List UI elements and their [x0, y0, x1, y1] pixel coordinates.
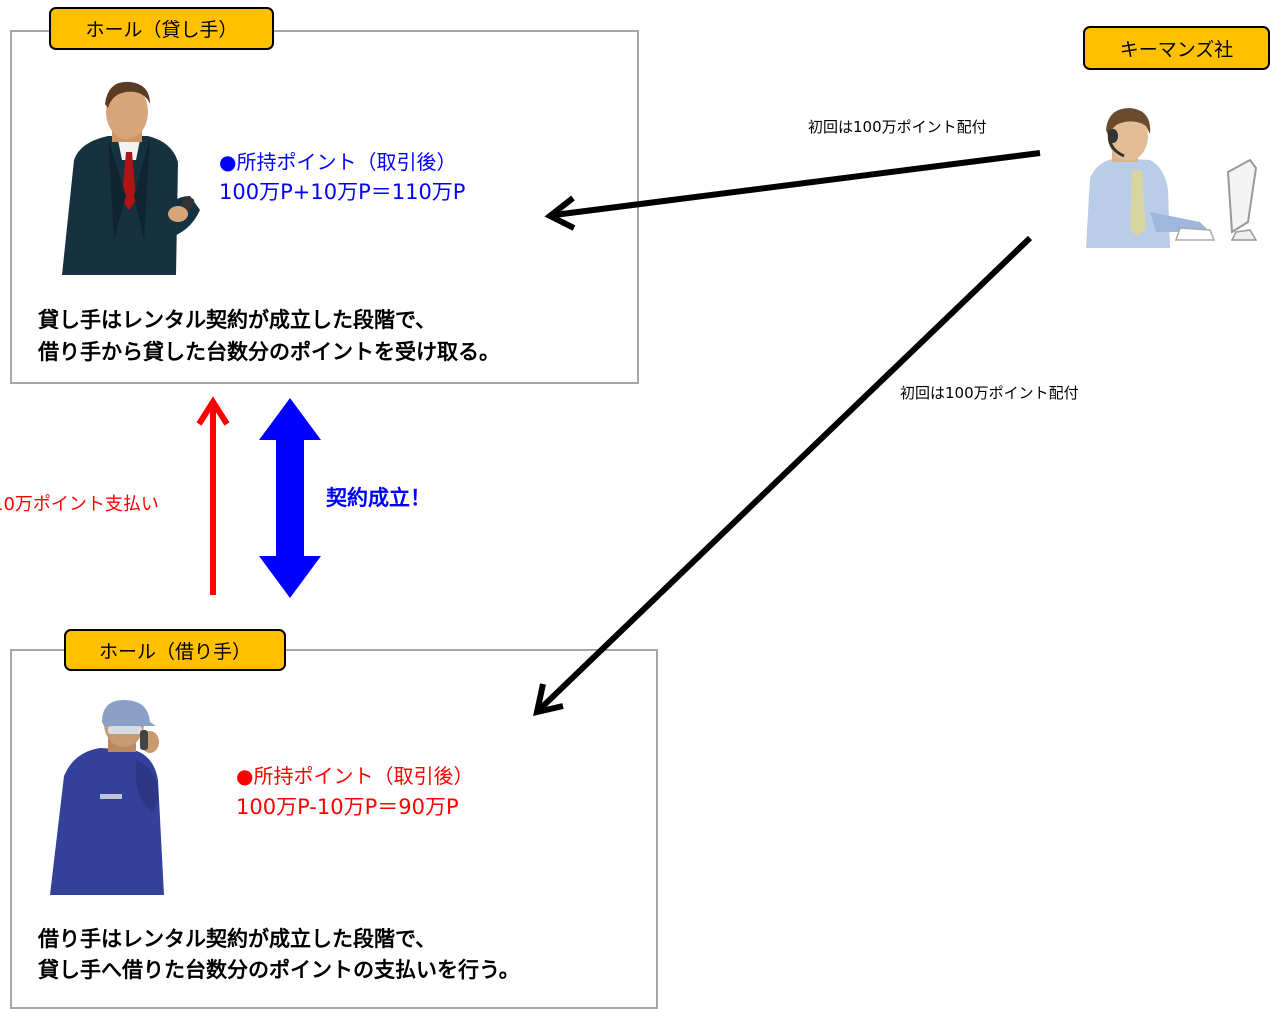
borrower-points-title: ●所持ポイント（取引後）	[236, 764, 474, 788]
contract-double-arrow	[259, 398, 321, 598]
contract-label: 契約成立！	[326, 486, 431, 510]
payment-label: 10万ポイント支払い	[0, 494, 159, 515]
businessman-on-phone-icon	[62, 81, 200, 275]
arrow-company-to-borrower	[533, 235, 1033, 716]
borrower-points-value: 100万P-10万P＝90万P	[236, 795, 459, 819]
borrower-tag: ホール（借り手）	[64, 629, 286, 671]
flow-label-to-borrower: 初回は100万ポイント配付	[900, 384, 1079, 402]
lender-description-line1: 貸し手はレンタル契約が成立した段階で、	[38, 308, 437, 332]
flow-label-to-lender: 初回は100万ポイント配付	[808, 118, 987, 136]
borrower-description-line1: 借り手はレンタル契約が成立した段階で、	[38, 927, 437, 951]
borrower-description-line2: 貸し手へ借りた台数分のポイントの支払いを行う。	[38, 958, 520, 982]
lender-description-line2: 借り手から貸した台数分のポイントを受け取る。	[38, 340, 500, 364]
lender-points-title: ●所持ポイント（取引後）	[219, 150, 457, 174]
arrow-company-to-lender	[544, 150, 1041, 231]
company-tag: キーマンズ社	[1083, 26, 1270, 70]
payment-arrow	[196, 396, 230, 595]
operator-with-headset-icon	[1086, 108, 1258, 248]
worker-on-phone-icon	[50, 700, 164, 895]
lender-tag: ホール（貸し手）	[49, 7, 274, 50]
lender-points-value: 100万P+10万P＝110万P	[219, 180, 466, 204]
